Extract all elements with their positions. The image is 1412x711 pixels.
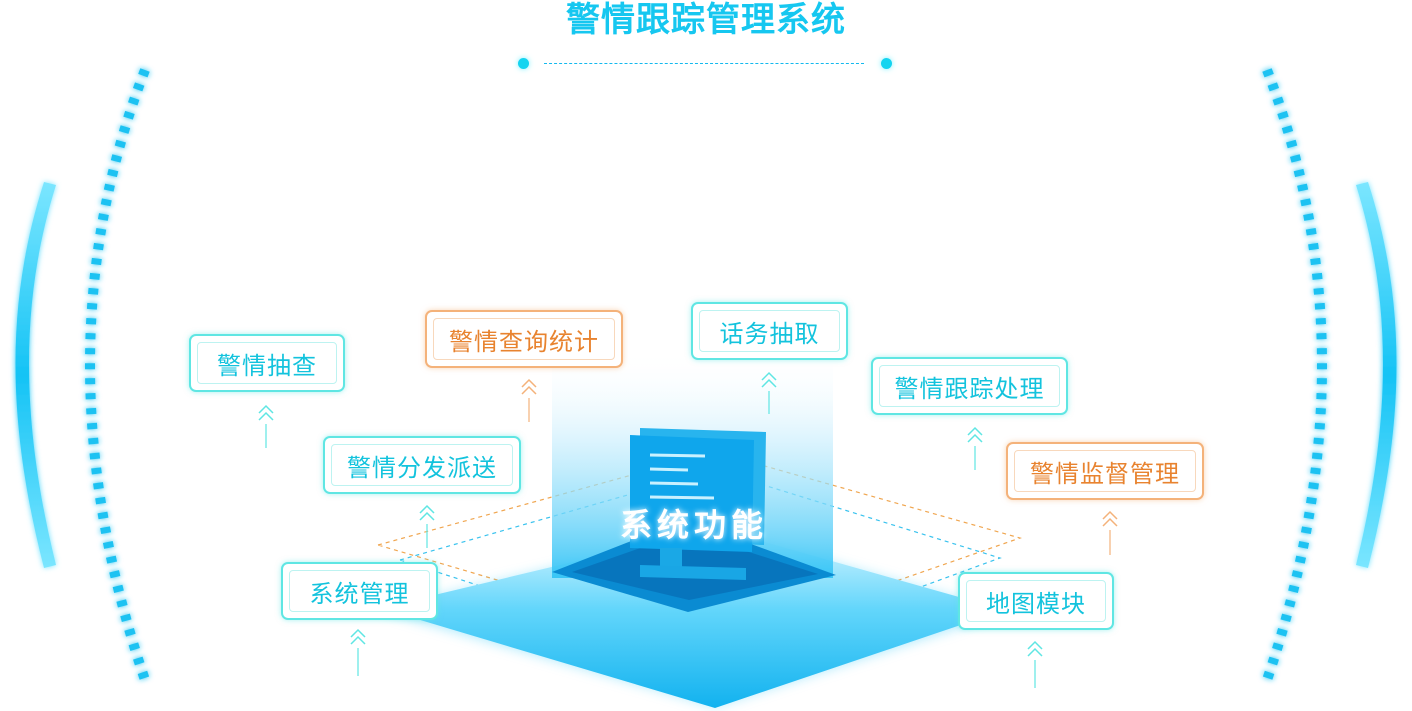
connector-supervision <box>1102 510 1118 555</box>
connector-map <box>1027 640 1043 688</box>
divider-left-dot <box>518 58 529 69</box>
connector-tracking <box>967 426 983 470</box>
module-jingqing-chaxun-tongji[interactable]: 警情查询统计 <box>425 310 623 368</box>
module-label: 警情跟踪处理 <box>894 374 1045 403</box>
isometric-platform <box>380 528 1005 708</box>
module-jingqing-choucha[interactable]: 警情抽查 <box>189 334 345 392</box>
module-label: 警情查询统计 <box>449 327 599 356</box>
right-frame-decoration <box>1262 68 1397 682</box>
module-label: 警情抽查 <box>217 351 317 380</box>
connector-system-mgmt <box>350 628 366 676</box>
module-jingqing-jiandu-guanli[interactable]: 警情监督管理 <box>1006 442 1204 500</box>
left-frame-decoration <box>15 68 150 682</box>
center-label: 系统功能 <box>620 506 768 544</box>
divider-right-dot <box>881 58 892 69</box>
module-label: 话务抽取 <box>719 319 820 348</box>
divider-dashed-line <box>544 63 864 64</box>
module-label: 系统管理 <box>309 579 410 608</box>
document-monitor-icon <box>630 428 766 580</box>
page-title: 警情跟踪管理系统 <box>566 0 846 40</box>
connector-dispatch <box>419 504 435 548</box>
module-jingqing-fenfa-paisong[interactable]: 警情分发派送 <box>323 436 521 494</box>
module-label: 警情监督管理 <box>1030 459 1180 488</box>
module-huawu-chouqu[interactable]: 话务抽取 <box>691 302 848 360</box>
module-ditu-mokuai[interactable]: 地图模块 <box>958 572 1114 630</box>
module-label: 警情分发派送 <box>347 453 497 482</box>
connector-call-extract <box>761 371 777 414</box>
module-xitong-guanli[interactable]: 系统管理 <box>281 562 438 620</box>
module-label: 地图模块 <box>986 589 1086 618</box>
connector-query-stats <box>521 378 537 422</box>
module-jingqing-genzong-chuli[interactable]: 警情跟踪处理 <box>871 357 1068 415</box>
title-divider <box>518 58 894 72</box>
connector-shenqing-chacha <box>258 404 274 448</box>
